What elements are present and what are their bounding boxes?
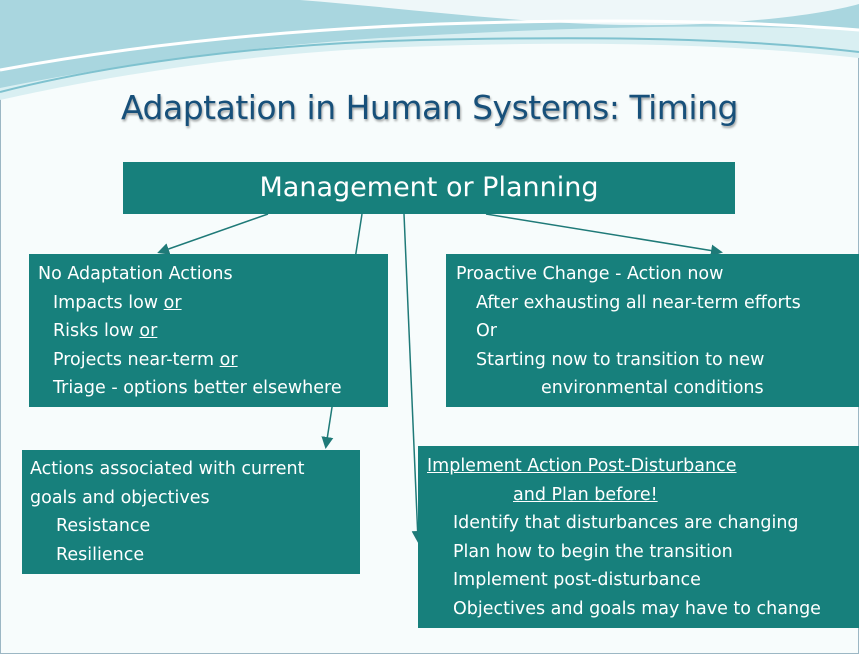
post-disturbance-box: Implement Action Post-Disturbance and Pl… [418,446,859,628]
no-action-item: Risks low or [53,321,158,341]
post-disturbance-item: Implement post-disturbance [453,570,701,590]
post-disturbance-heading: Implement Action Post-Disturbance [427,456,737,476]
proactive-heading: Proactive Change - Action now [456,264,724,284]
post-disturbance-subheading: and Plan before! [513,484,658,505]
management-planning-box: Management or Planning [123,162,735,214]
no-action-item: Impacts low or [53,292,182,313]
slide-title: Adaptation in Human Systems: Timing [121,88,738,127]
current-goals-line: Actions associated with current [30,459,305,479]
no-action-heading: No Adaptation Actions [38,264,233,284]
post-disturbance-item: Identify that disturbances are changing [453,513,799,533]
current-goals-item: Resistance [56,516,151,536]
current-goals-box: Actions associated with current goals an… [22,450,360,574]
proactive-line: Starting now to transition to new [476,349,765,370]
no-adaptation-actions-box: No Adaptation Actions Impacts low or Ris… [29,254,388,407]
current-goals-line: goals and objectives [30,487,210,508]
no-action-item: Triage - options better elsewhere [53,378,342,398]
proactive-line: Or [476,321,497,341]
proactive-line: environmental conditions [541,378,764,398]
proactive-line: After exhausting all near-term efforts [476,292,801,313]
header-swoosh-decoration [0,0,859,100]
no-action-item: Projects near-term or [53,349,238,370]
post-disturbance-item: Objectives and goals may have to change [453,598,821,619]
post-disturbance-item: Plan how to begin the transition [453,541,733,562]
current-goals-item: Resilience [56,544,145,565]
proactive-change-box: Proactive Change - Action now After exha… [446,254,859,407]
